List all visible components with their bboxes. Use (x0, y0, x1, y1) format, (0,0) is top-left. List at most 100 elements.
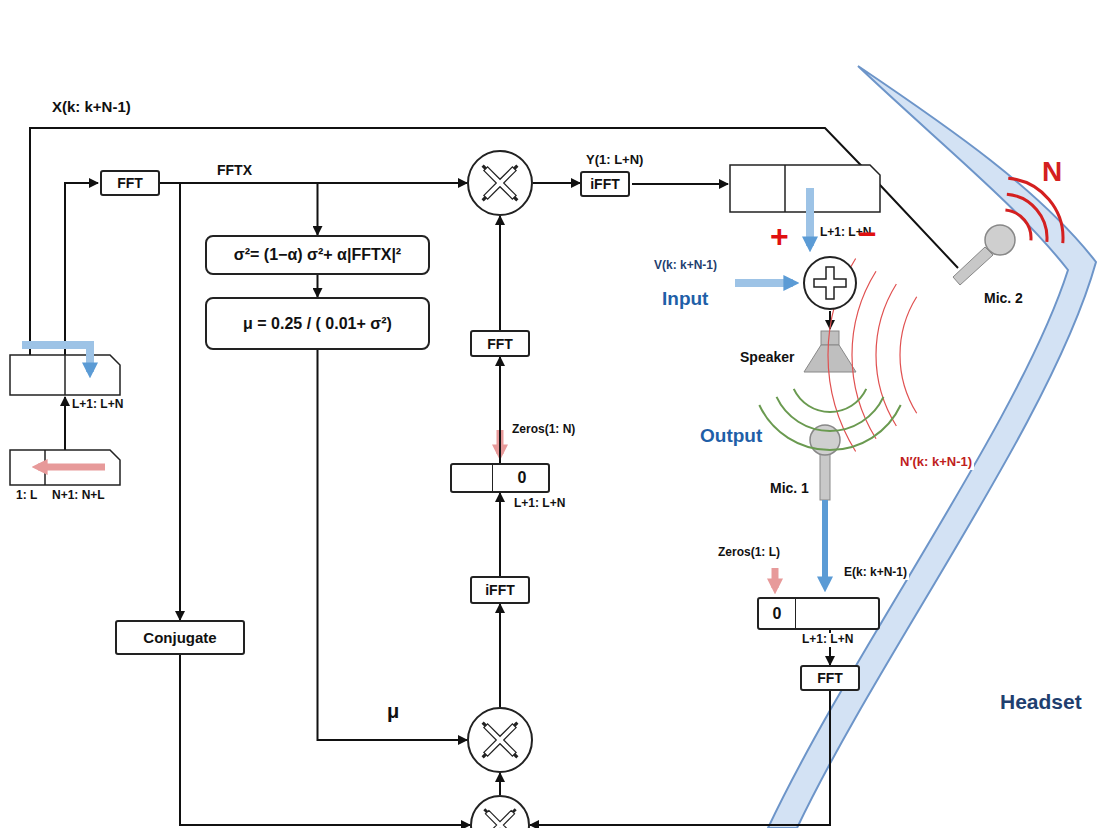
node-text: μ = 0.25 / ( 0.01+ σ²) (243, 315, 392, 333)
process-box: σ²= (1−α) σ²+ α|FFTX|² (205, 235, 430, 275)
adder-circle (803, 256, 857, 310)
node-text: iFFT (590, 176, 620, 192)
process-box: Conjugate (115, 620, 245, 655)
buffer-divider (784, 165, 786, 212)
signal-connector (499, 357, 501, 463)
signal-label: FFTX (215, 162, 254, 178)
node-text: iFFT (485, 582, 515, 598)
node-text: 0 (773, 605, 782, 623)
signal-label: L+1: L+N (512, 497, 567, 511)
signal-connector (160, 183, 318, 235)
node-text: Conjugate (143, 629, 216, 646)
signal-label: N (1040, 158, 1064, 186)
multiply-sign (484, 724, 516, 756)
signal-label: + (768, 220, 791, 252)
multiplier-circle (467, 150, 533, 216)
signal-wire (632, 183, 728, 185)
signal-connector (499, 216, 501, 330)
process-box: μ = 0.25 / ( 0.01+ σ²) (205, 297, 430, 350)
signal-label: E(k: k+N-1) (842, 566, 909, 580)
signal-label: X(k: k+N-1) (50, 98, 133, 115)
node-text: FFT (817, 670, 843, 686)
multiplier-circle (470, 795, 530, 828)
noise-wave (1008, 178, 1063, 243)
multiply-sign (483, 166, 518, 201)
buffer-symbol (10, 450, 120, 485)
input-arrow (735, 279, 793, 287)
noise-wave (900, 297, 917, 414)
buffer-symbol (10, 355, 120, 395)
node-text: FFT (487, 336, 513, 352)
signal-label: Input (660, 288, 710, 310)
multiplier-circle-symbol (472, 797, 528, 828)
signal-connector (530, 691, 830, 825)
signal-label: N′(k: k+N-1) (898, 455, 974, 470)
multiply-sign (484, 809, 515, 828)
buffer-symbol (730, 165, 880, 212)
multiplier-circle-symbol (469, 709, 531, 771)
signal-connector (533, 182, 580, 184)
signal-label: Zeros(1: L) (716, 546, 782, 560)
mic-signal-arrow (822, 500, 828, 586)
signal-label: V(k: k+N-1) (652, 259, 719, 273)
mic-stick (953, 247, 993, 285)
multiply-sign (483, 723, 518, 758)
buffer-divider (64, 355, 66, 395)
signal-connector (180, 655, 470, 825)
signal-wire (30, 128, 958, 355)
signal-label: Headset (998, 690, 1084, 714)
shift-arrow (38, 464, 105, 471)
multiplier-circle (467, 707, 533, 773)
signal-wire (65, 183, 98, 355)
sound-wave (759, 405, 900, 450)
mic-stick (820, 452, 830, 500)
mic-head (985, 225, 1015, 255)
signal-label: − (856, 218, 879, 250)
process-box: FFT (470, 330, 530, 357)
process-box: iFFT (470, 576, 530, 604)
signal-connector (499, 773, 501, 795)
signal-label: Y(1: L+N) (584, 153, 645, 168)
node-text: σ²= (1−α) σ²+ α|FFTX|² (234, 246, 401, 264)
signal-label: Speaker (738, 349, 796, 365)
adder-circle-symbol (805, 258, 855, 308)
node-text: FFT (117, 175, 143, 191)
multiply-sign (485, 810, 514, 828)
multiply-sign (483, 723, 518, 758)
signal-connector (499, 604, 501, 707)
buffer-box: 0 (450, 463, 550, 493)
buffer-box: 0 (757, 597, 880, 630)
signal-wire (64, 397, 66, 450)
multiply-sign (484, 167, 516, 199)
speaker-symbol (804, 345, 856, 372)
signal-label: Mic. 2 (982, 290, 1025, 306)
signal-label: L+1: L+N (70, 398, 125, 412)
buffer-divider (795, 599, 796, 628)
multiply-sign (483, 166, 518, 201)
copy-arrow (22, 345, 90, 372)
signal-label: N+1: N+L (50, 489, 107, 503)
signal-label: μ (385, 700, 401, 723)
sound-wave (777, 397, 884, 431)
signal-connector (317, 275, 319, 297)
signal-connector (318, 350, 468, 740)
signal-label: Output (698, 425, 764, 447)
noise-wave (1005, 210, 1031, 240)
multiply-sign (484, 809, 515, 828)
node-text: 0 (518, 469, 527, 487)
sound-wave (794, 389, 867, 412)
process-box: FFT (800, 665, 860, 691)
buffer-divider (492, 465, 493, 491)
process-box: FFT (100, 170, 160, 196)
signal-connector (499, 493, 501, 576)
zeros-arrow (772, 568, 779, 588)
process-box: iFFT (580, 171, 630, 197)
signal-label: Mic. 1 (768, 480, 811, 496)
signal-label: L+1: L+N (800, 633, 855, 647)
noise-wave (1007, 194, 1047, 242)
signal-label: 1: L (14, 489, 39, 503)
signal-label: Zeros(1: N) (510, 423, 577, 437)
signal-connector (160, 183, 180, 620)
